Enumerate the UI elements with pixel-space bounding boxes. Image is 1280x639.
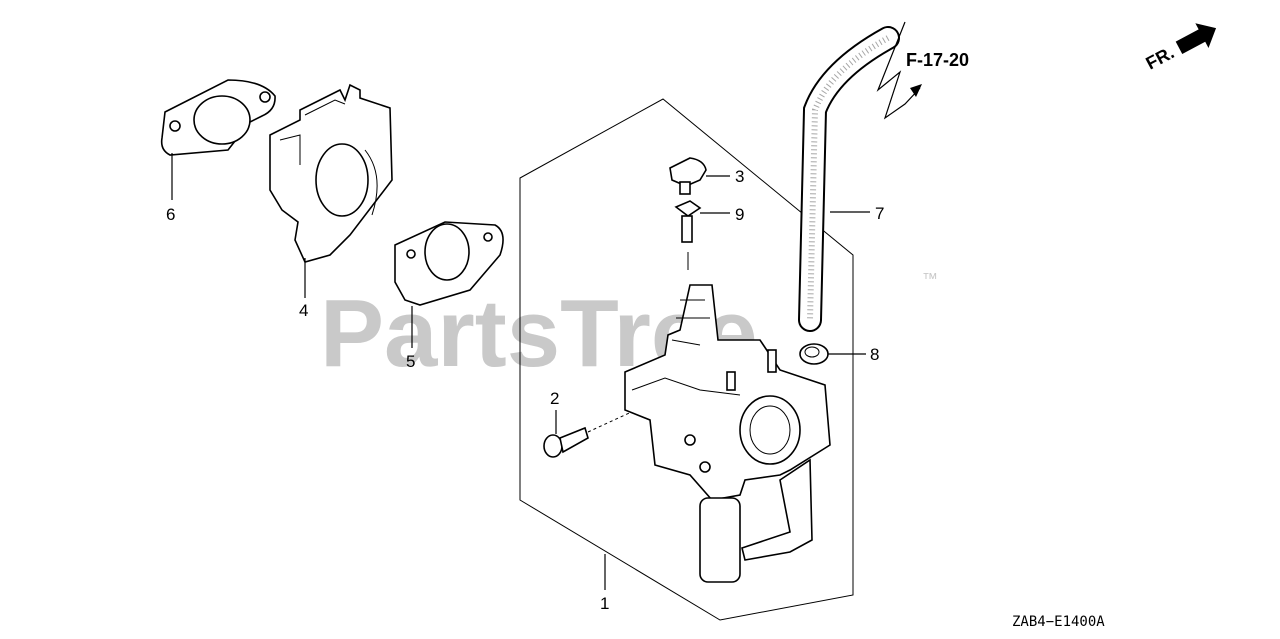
part-2-screw[interactable]	[543, 426, 589, 458]
callout-2[interactable]: 2	[550, 389, 559, 408]
part-4-insulator[interactable]	[269, 83, 393, 263]
part-8-clamp[interactable]	[799, 343, 829, 365]
front-indicator: FR.	[1142, 23, 1217, 74]
reference-arrowhead-icon	[910, 84, 922, 97]
watermark-trademark: ™	[922, 271, 938, 288]
callout-4[interactable]: 4	[299, 301, 308, 320]
front-arrow-icon	[1175, 23, 1217, 54]
reference-break-arrow	[876, 21, 921, 120]
callout-1[interactable]: 1	[600, 594, 609, 613]
front-indicator-label: FR.	[1142, 42, 1177, 73]
part-7-hose[interactable]	[798, 26, 900, 332]
diagram-code: ZAB4−E1400A	[1012, 614, 1105, 630]
callout-8[interactable]: 8	[870, 345, 879, 364]
part-3-knob[interactable]	[669, 157, 707, 195]
callout-5[interactable]: 5	[406, 352, 415, 371]
callout-3[interactable]: 3	[735, 167, 744, 186]
reference-label[interactable]: F-17-20	[906, 50, 969, 70]
part-5-gasket[interactable]	[394, 221, 504, 306]
part-9-screw[interactable]	[674, 200, 702, 243]
callout-9[interactable]: 9	[735, 205, 744, 224]
assembly-outline	[519, 98, 854, 621]
part-1-carburetor[interactable]	[624, 284, 831, 583]
callout-7[interactable]: 7	[875, 204, 884, 223]
part-6-gasket[interactable]	[160, 79, 276, 156]
callout-6[interactable]: 6	[166, 205, 175, 224]
